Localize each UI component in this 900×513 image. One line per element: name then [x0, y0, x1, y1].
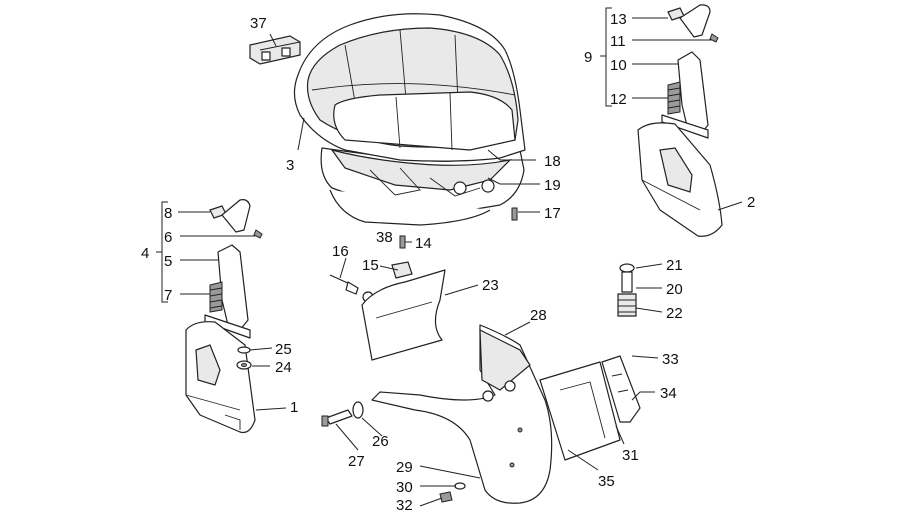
clip-nut-part	[391, 261, 413, 279]
callout-28: 28	[530, 307, 547, 324]
callout-8: 8	[164, 205, 172, 222]
callout-5: 5	[164, 253, 172, 270]
left-washers	[236, 346, 252, 370]
callout-34: 34	[660, 385, 677, 402]
callout-27: 27	[348, 453, 365, 470]
callout-10: 10	[610, 57, 627, 74]
callout-7: 7	[164, 287, 172, 304]
callout-23: 23	[482, 277, 499, 294]
rubber-plug-part	[329, 274, 374, 303]
callout-29: 29	[396, 459, 413, 476]
callout-26: 26	[372, 433, 389, 450]
seat-hinge-cap-part	[249, 35, 301, 65]
left-hinge-assembly	[185, 199, 263, 434]
screw-38-part	[399, 235, 406, 249]
right-hinge-assembly	[637, 4, 723, 237]
callout-13: 13	[610, 11, 627, 28]
valve-parts	[617, 263, 637, 317]
callout-12: 12	[610, 91, 627, 108]
callout-32: 32	[396, 497, 413, 513]
group-bracket-4	[156, 201, 168, 303]
callout-14: 14	[415, 235, 432, 252]
callout-6: 6	[164, 229, 172, 246]
callout-17: 17	[544, 205, 561, 222]
callout-3: 3	[286, 157, 294, 174]
callout-16: 16	[332, 243, 349, 260]
callout-4: 4	[141, 245, 149, 262]
nuts-30-32-part	[439, 482, 466, 503]
callout-31: 31	[622, 447, 639, 464]
callout-9: 9	[584, 49, 592, 66]
bolt-27-part	[321, 409, 353, 427]
callout-2: 2	[747, 194, 755, 211]
callout-22: 22	[666, 305, 683, 322]
seat-frame-part	[320, 147, 525, 226]
callout-37: 37	[250, 15, 267, 32]
callout-38: 38	[376, 229, 393, 246]
callout-18: 18	[544, 153, 561, 170]
callout-15: 15	[362, 257, 379, 274]
callout-labels: 1 2 3 4 5 6 7 8 9 10 11 12 13 14 15 16 1…	[141, 11, 755, 513]
washer-26-part	[352, 401, 364, 419]
callout-35: 35	[598, 473, 615, 490]
callout-21: 21	[666, 257, 683, 274]
seat-cushion-part	[293, 13, 526, 162]
callout-1: 1	[290, 399, 298, 416]
license-plate-cover-part	[361, 269, 446, 361]
callout-20: 20	[666, 281, 683, 298]
callout-24: 24	[275, 359, 292, 376]
callout-30: 30	[396, 479, 413, 496]
callout-33: 33	[662, 351, 679, 368]
callout-11: 11	[610, 33, 626, 50]
leader-lines	[178, 17, 743, 507]
callout-25: 25	[275, 341, 292, 358]
mudguard-part	[371, 324, 553, 504]
callout-19: 19	[544, 177, 561, 194]
screw-17-part	[511, 207, 518, 221]
plate-bracket-part	[539, 355, 641, 461]
group-bracket-9	[600, 7, 612, 107]
